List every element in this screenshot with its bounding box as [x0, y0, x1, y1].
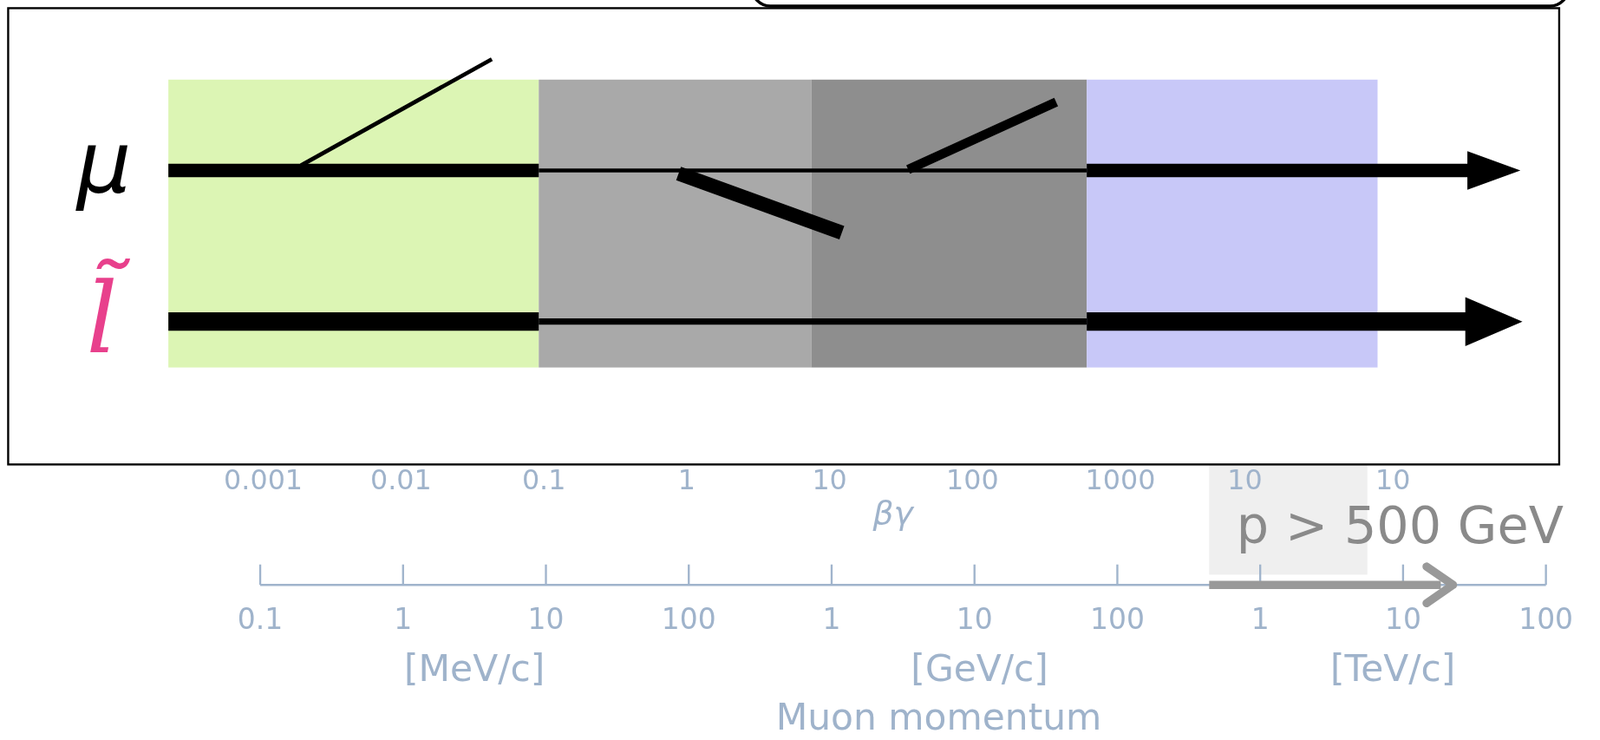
axis-tick-label: 1 [393, 605, 412, 634]
axis-tick-label: 10 [1384, 605, 1422, 634]
axis-tick-label: 10 [811, 465, 847, 494]
particle-symbol: l̃ [86, 269, 118, 368]
unit-label: [TeV/c] [1330, 650, 1456, 687]
axis-tick-label: 0.01 [370, 465, 432, 494]
axis-title: βγ [872, 496, 913, 529]
axis-tick-label: 10 [956, 605, 993, 634]
axis-tick-label: 1 [1251, 605, 1270, 634]
axis-tick-label: 100 [1090, 605, 1145, 634]
axis-tick-label: 100 [661, 605, 717, 634]
momentum-axis [260, 564, 1547, 586]
axis-tick-label: 1000 [1085, 465, 1156, 494]
axis-tick-label: 100 [1518, 605, 1574, 634]
frame-edge [751, 0, 1568, 7]
axis-tick-label: 10 [528, 605, 565, 634]
axis-tick-label: 0.1 [237, 605, 283, 634]
muon-track [168, 58, 1521, 233]
threshold-arrow [1208, 566, 1453, 603]
axis-tick-label: 100 [946, 465, 1000, 494]
axis-title: Muon momentum [776, 698, 1103, 736]
axis-tick-label: 1 [822, 605, 841, 634]
axis-tick-label: 0.1 [522, 465, 567, 494]
axis-tick-label: 1 [678, 465, 696, 494]
frame-box [7, 7, 1560, 464]
unit-label: [MeV/c] [404, 650, 545, 687]
axis-tick-label: 10 [1375, 465, 1411, 494]
green-band [168, 79, 539, 368]
unit-label: [GeV/c] [910, 650, 1048, 687]
particle-symbol: μ [77, 120, 132, 207]
slepton-track [168, 296, 1522, 346]
axis-tick-label: 10 [1227, 465, 1262, 494]
threshold-label: p > 500 GeV [1236, 500, 1564, 552]
axis-tick-label: 0.001 [223, 465, 303, 494]
